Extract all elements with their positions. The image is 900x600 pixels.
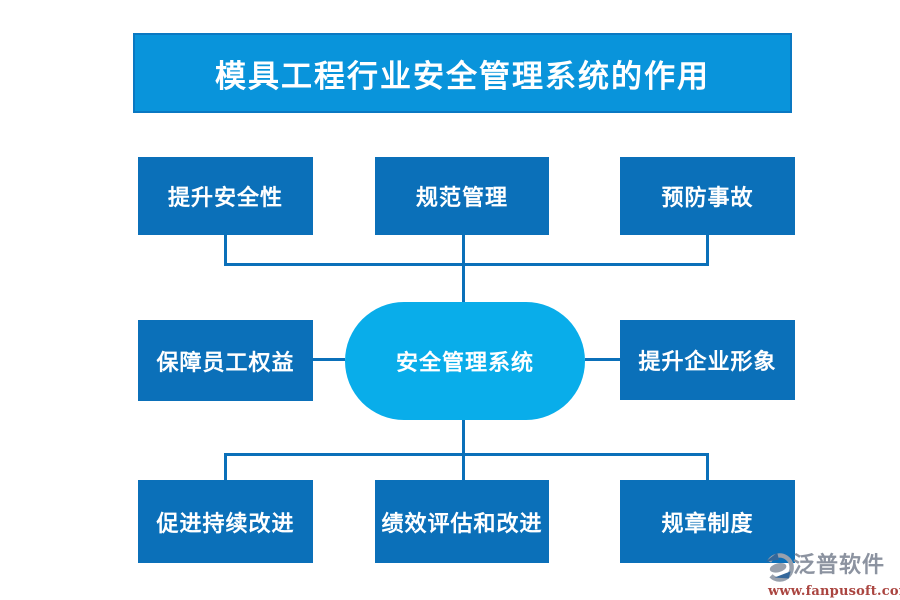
connector-top-left-stub [224, 235, 227, 265]
watermark: 泛普软件 www.fanpusoft.com [763, 549, 900, 598]
page-title: 模具工程行业安全管理系统的作用 [133, 33, 792, 113]
connector-bottom-left-stub [224, 453, 227, 480]
node-standardize-management: 规范管理 [375, 157, 549, 235]
node-protect-employee-rights: 保障员工权益 [138, 320, 313, 401]
fanpu-logo-icon [765, 552, 794, 582]
connector-top-right-stub [706, 235, 709, 265]
connector-bottom-center-vertical [462, 420, 465, 480]
connector-bottom-right-stub [706, 453, 709, 480]
connector-top-center-vertical [462, 235, 465, 302]
watermark-brand: 泛普软件 [793, 553, 886, 578]
node-promote-continuous-improvement: 促进持续改进 [138, 480, 313, 563]
node-performance-evaluation-improvement: 绩效评估和改进 [375, 480, 549, 563]
node-rules-regulations: 规章制度 [620, 480, 795, 563]
connector-top-horizontal [224, 263, 709, 266]
connector-middle-left [313, 358, 345, 361]
watermark-url: www.fanpusoft.com [768, 584, 900, 599]
node-improve-safety: 提升安全性 [138, 157, 313, 235]
node-prevent-accidents: 预防事故 [620, 157, 795, 235]
node-safety-management-system: 安全管理系统 [345, 302, 585, 420]
connector-middle-right [585, 358, 620, 361]
node-enhance-corporate-image: 提升企业形象 [620, 320, 795, 400]
connector-bottom-horizontal [224, 453, 709, 456]
